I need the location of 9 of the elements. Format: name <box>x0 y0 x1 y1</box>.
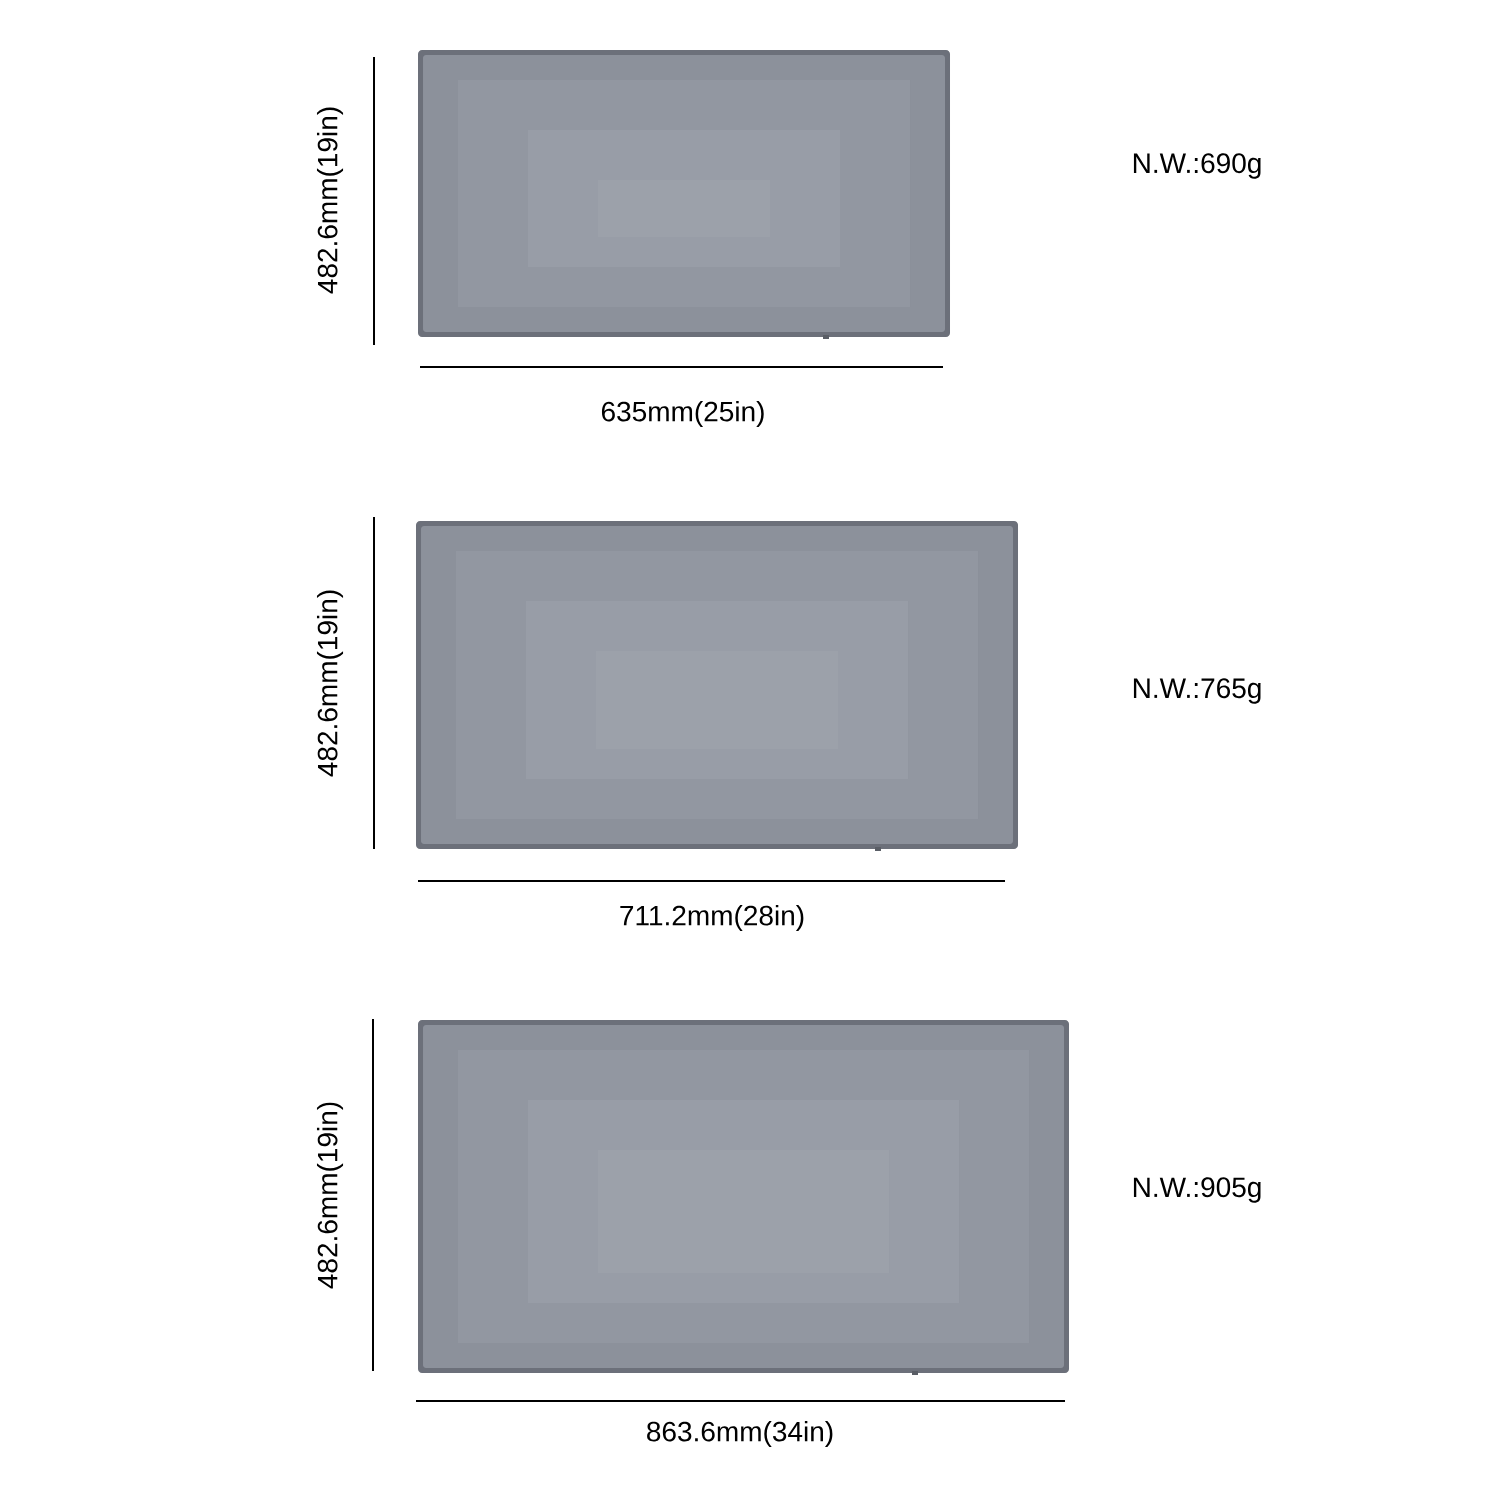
dimension-label: 482.6mm(19in) <box>316 590 344 777</box>
weight-label: N.W.:765g <box>1133 678 1261 704</box>
weight-label: N.W.:905g <box>1133 1177 1261 1203</box>
dimension-label: 482.6mm(19in) <box>316 107 344 294</box>
dimension-label: 863.6mm(34in) <box>647 1421 833 1448</box>
dimension-label: 711.2mm(28in) <box>620 905 804 932</box>
dimension-label: 635mm(25in) <box>601 401 764 428</box>
weight-label: N.W.:690g <box>1133 153 1261 179</box>
dimension-label: 482.6mm(19in) <box>316 1102 344 1289</box>
